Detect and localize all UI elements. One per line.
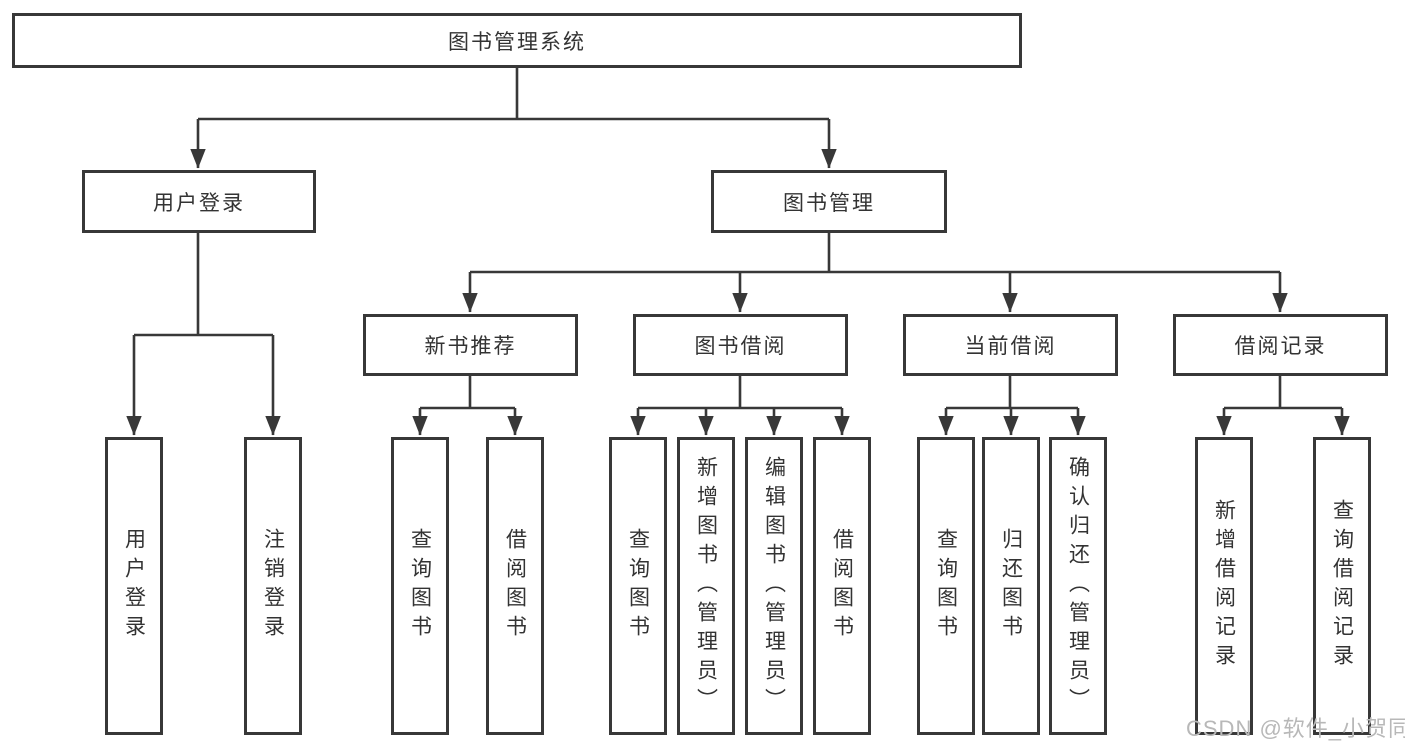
node-book-management-label: 图书管理 [783, 191, 875, 215]
leaf-newbook-query-books: 查询图书 [391, 437, 449, 735]
leaf-borrowing-edit-books-admin-label: 编辑图书（管理员） [762, 455, 786, 717]
leaf-current-confirm-return-admin: 确认归还（管理员） [1049, 437, 1107, 735]
leaf-current-query-books-label: 查询图书 [934, 528, 958, 644]
leaf-borrowing-edit-books-admin: 编辑图书（管理员） [745, 437, 803, 735]
leaf-user-login: 用户登录 [105, 437, 163, 735]
leaf-logout-label: 注销登录 [261, 528, 285, 644]
node-root-label: 图书管理系统 [448, 30, 586, 54]
leaf-borrowing-query-books-label: 查询图书 [626, 528, 650, 644]
node-book-borrowing-label: 图书借阅 [694, 335, 787, 358]
node-new-book-recommend-label: 新书推荐 [424, 335, 517, 358]
node-book-management: 图书管理 [711, 170, 947, 233]
leaf-records-add-record-label: 新增借阅记录 [1212, 499, 1236, 673]
node-borrowing-records: 借阅记录 [1173, 314, 1388, 376]
leaf-borrowing-add-books-admin: 新增图书（管理员） [677, 437, 735, 735]
node-current-borrowing: 当前借阅 [903, 314, 1118, 376]
leaf-current-confirm-return-admin-label: 确认归还（管理员） [1066, 455, 1090, 717]
leaf-current-query-books: 查询图书 [917, 437, 975, 735]
leaf-borrowing-borrow-books: 借阅图书 [813, 437, 871, 735]
leaf-records-query-record: 查询借阅记录 [1313, 437, 1371, 735]
leaf-records-add-record: 新增借阅记录 [1195, 437, 1253, 735]
node-user-login: 用户登录 [82, 170, 316, 233]
node-user-login-label: 用户登录 [153, 191, 245, 215]
leaf-current-return-books: 归还图书 [982, 437, 1040, 735]
leaf-borrowing-query-books: 查询图书 [609, 437, 667, 735]
node-root-system: 图书管理系统 [12, 13, 1022, 68]
node-new-book-recommend: 新书推荐 [363, 314, 578, 376]
leaf-newbook-borrow-books-label: 借阅图书 [503, 528, 527, 644]
leaf-newbook-borrow-books: 借阅图书 [486, 437, 544, 735]
leaf-current-return-books-label: 归还图书 [999, 528, 1023, 644]
node-current-borrowing-label: 当前借阅 [964, 335, 1057, 358]
leaf-user-login-label: 用户登录 [122, 528, 146, 644]
node-book-borrowing: 图书借阅 [633, 314, 848, 376]
leaf-borrowing-add-books-admin-label: 新增图书（管理员） [694, 455, 718, 717]
csdn-watermark: CSDN @软件_小贺同学 [1186, 716, 1405, 741]
leaf-records-query-record-label: 查询借阅记录 [1330, 499, 1354, 673]
node-borrowing-records-label: 借阅记录 [1234, 335, 1327, 358]
leaf-borrowing-borrow-books-label: 借阅图书 [830, 528, 854, 644]
leaf-newbook-query-books-label: 查询图书 [408, 528, 432, 644]
leaf-logout: 注销登录 [244, 437, 302, 735]
